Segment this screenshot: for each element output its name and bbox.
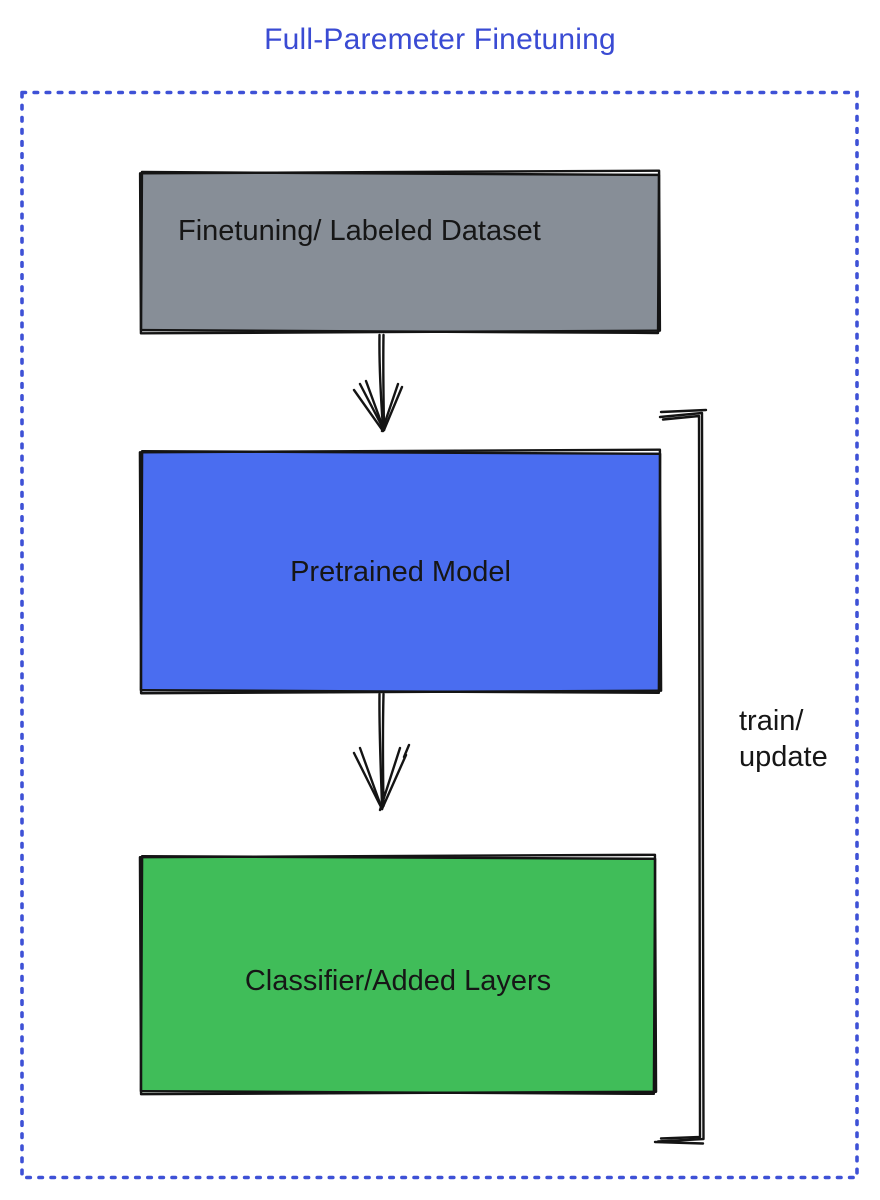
classifier-box-fill [142, 857, 655, 1093]
dotted-frame [20, 90, 859, 1180]
dataset-box-fill [142, 173, 658, 332]
train-update-label-line1: train/ [739, 705, 804, 737]
train-update-bracket [653, 408, 708, 1145]
arrow-dataset-to-pretrained [352, 333, 404, 433]
classifier-box-outline [138, 853, 658, 1096]
page-title: Full-Paremeter Finetuning [264, 23, 616, 56]
ink-strokes [138, 169, 708, 1145]
train-update-label-line2: update [739, 741, 828, 773]
train-update-label: train/ update [739, 703, 828, 775]
arrow-pretrained-to-classifier [352, 692, 411, 812]
dataset-box-outline [138, 169, 662, 335]
classifier-box-label: Classifier/Added Layers [244, 965, 552, 997]
pretrained-box-fill [141, 452, 660, 692]
dataset-box-label: Finetuning/ Labeled Dataset [178, 215, 541, 247]
box-fills [141, 173, 660, 1093]
pretrained-box-outline [138, 448, 663, 695]
pretrained-box-label: Pretrained Model [290, 556, 511, 588]
